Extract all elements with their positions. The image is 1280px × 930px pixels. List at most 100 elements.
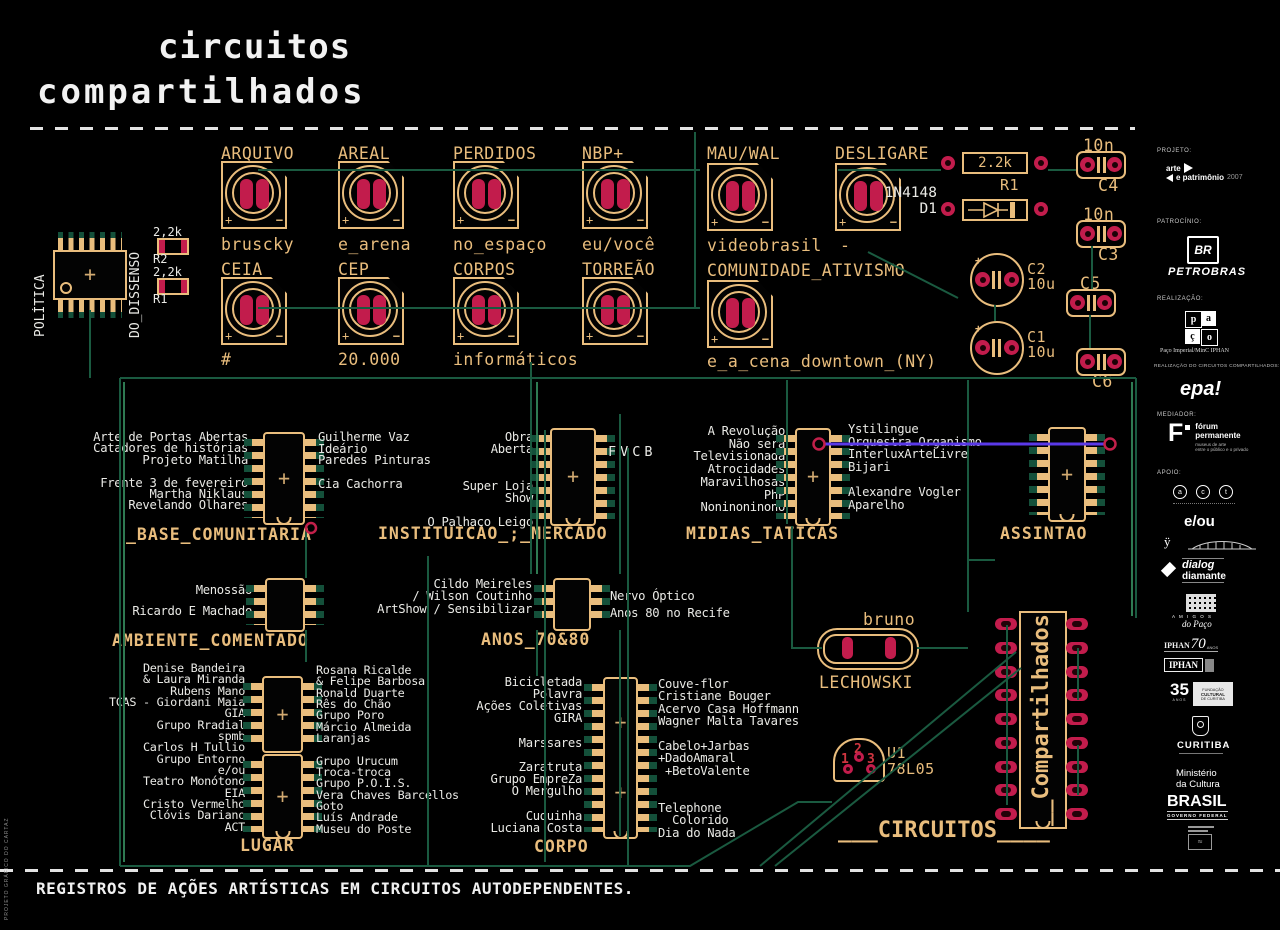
- patrimonio-year: 2007: [1227, 174, 1243, 181]
- ic-politica-left-text: POLÍTICA: [33, 274, 48, 337]
- y-mark-logo: ÿ: [1164, 534, 1171, 549]
- resistor-r1-body: 2.2k: [962, 152, 1028, 174]
- minc-logo: Ministério da Cultura: [1176, 768, 1220, 790]
- resistor-pad: [1034, 156, 1048, 170]
- fcc-anos: ANOS: [1172, 698, 1187, 702]
- big-chip-vertical-text: __Compartilhados: [1029, 614, 1054, 826]
- base-section-label: _BASE_COMUNITARIA: [126, 525, 312, 544]
- act-circle: a: [1173, 485, 1187, 499]
- paco-letter: o: [1201, 329, 1218, 346]
- diode-part-number: 1N4148: [884, 185, 937, 201]
- do-paco-text: do Paço: [1182, 619, 1212, 629]
- mini-footer-logo: ≈: [1188, 826, 1214, 850]
- diamante-text: diamante: [1182, 571, 1226, 582]
- cap-sub-perdidos: no_espaço: [453, 235, 547, 254]
- electrolytic-c2-footpr: +: [970, 253, 1024, 307]
- arte-text: arte: [1166, 163, 1181, 173]
- cap-footprint-perdidos: +−: [453, 161, 519, 229]
- fcc-line1: FUNDAÇÃO: [1202, 687, 1224, 692]
- u1-part: 78L05: [887, 760, 935, 778]
- eou-logo: e/ou: [1184, 513, 1215, 530]
- c5-ref: C5: [1080, 274, 1101, 293]
- forum-line3: museus de arte: [1195, 442, 1227, 447]
- curitiba-crest-icon: [1192, 716, 1209, 736]
- sidebar-apoio-caption: APOIO:: [1157, 470, 1182, 476]
- ic-lugar-1: +: [243, 676, 322, 753]
- cap-sub-mauwal: videobrasil: [707, 236, 822, 255]
- ic-instituicao-mercado: +: [531, 428, 615, 526]
- brasil-logo: BRASIL: [1167, 793, 1227, 810]
- petrobras-br-logo: BR: [1187, 236, 1219, 264]
- sidebar-projeto-caption: PROJETO:: [1157, 148, 1192, 154]
- lugar-left-names: Denise Bandeira & Laura Miranda Rubens M…: [108, 661, 245, 834]
- c2-ref: C2: [1027, 260, 1047, 278]
- ic-corpo: ++: [584, 677, 657, 839]
- cap-label-arquivo: ARQUIVO: [221, 144, 295, 163]
- fcc-line3: DE CURITIBA: [1200, 696, 1225, 701]
- bottom-dashed-rule: [0, 869, 1280, 872]
- forum-permanente-logo: F fórum permanente museus de arte entre …: [1168, 419, 1248, 453]
- c3-footprint: [1076, 220, 1126, 248]
- act-circle: t: [1219, 485, 1233, 499]
- poster-title-line2: compartilhados: [37, 72, 366, 112]
- iphan70-name: IPHAN: [1164, 641, 1190, 650]
- c1-value: 10u: [1027, 343, 1056, 361]
- diamond-icon: [1160, 561, 1177, 578]
- iphan70-anos: ANOS: [1206, 645, 1219, 650]
- sidebar-realizacao-caption: REALIZAÇÃO:: [1157, 296, 1204, 302]
- cap-label-torreao: TORREÃO: [582, 260, 656, 279]
- midias-left-names: A Revolução Não será Televisionada Atroc…: [693, 424, 786, 515]
- corpo-left-names: Bicicletada Polavra Ações Coletivas GIRA…: [476, 675, 582, 835]
- diode-d1-body: [962, 199, 1028, 221]
- curitiba-text: CURITIBA: [1177, 740, 1231, 751]
- ic-base-comunitaria: +: [244, 432, 324, 525]
- c6-ref: C6: [1092, 372, 1113, 391]
- diode-pad: [1034, 202, 1048, 216]
- big-chip-pads-right: [1066, 618, 1088, 820]
- crystal-footprint: [817, 628, 919, 670]
- cap-footprint-torreao: +−: [582, 277, 648, 345]
- ambiente-section-label: AMBIENTE_COMENTADO: [112, 631, 309, 650]
- cap-sub-comunidade: e_a_cena_downtown_(NY): [707, 352, 937, 371]
- paco-caption: Paço Imperial/MinC IPHAN: [1160, 348, 1229, 354]
- cap-sub-areal: e_arena: [338, 235, 412, 254]
- poster-title-line1: circuitos: [158, 27, 352, 67]
- c1-ref: C1: [1027, 328, 1047, 346]
- cap-label-areal: AREAL: [338, 144, 391, 163]
- dialog-rule: [1182, 558, 1224, 559]
- cap-footprint-mauwal: +−: [707, 163, 773, 231]
- instituicao-section-label: INSTITUICAO_;_MERCADO: [378, 524, 608, 543]
- cap-label-cep: CEP: [338, 260, 370, 279]
- anos-right-names: Nervo Óptico Anos 80 no Recife: [610, 589, 730, 620]
- electrolytic-c1-footpr: +: [970, 321, 1024, 375]
- fcc-num: 35: [1170, 680, 1189, 699]
- r1-smd-footprint: [157, 278, 189, 295]
- dialog-diamante-logo: dialog diamante: [1160, 558, 1226, 583]
- ambiente-names: Menossão Ricardo E Machado: [132, 583, 252, 618]
- diode-symbol: [968, 201, 1015, 219]
- corpo-section-label: CORPO: [534, 837, 589, 856]
- petrobras-wordmark: PETROBRAS: [1168, 266, 1247, 278]
- paco-letter: a: [1201, 311, 1216, 326]
- cap-label-corpos: CORPOS: [453, 260, 516, 279]
- paco-letter: p: [1185, 311, 1202, 328]
- cap-footprint-nbp: +−: [582, 161, 648, 229]
- r1-smd-value: 2,2k: [153, 265, 182, 279]
- cap-footprint-areal: +−: [338, 161, 404, 229]
- anos-section-label: ANOS_70&80: [481, 630, 591, 649]
- ic-politica-right-text: DO_DISSENSO: [128, 251, 143, 338]
- cap-sub-cep: 20.000: [338, 350, 401, 369]
- iphan-text: IPHAN: [1164, 658, 1203, 672]
- epa-logo: epa!: [1180, 378, 1222, 400]
- curitiba-rule: [1179, 753, 1223, 754]
- cap-sub-nbp: eu/você: [582, 235, 656, 254]
- forum-f-mark: F: [1168, 419, 1184, 447]
- midias-right-names: Ystilingue Orquestra Organismo InterluxA…: [848, 422, 982, 512]
- ic-midias-taticas: +: [776, 428, 850, 526]
- cap-label-perdidos: PERDIDOS: [453, 144, 537, 163]
- r2-value: 2,2k: [153, 225, 182, 239]
- act-logo: a c t: [1173, 485, 1233, 499]
- amigos-paco-building-icon: [1186, 594, 1216, 612]
- paco-letter: ç: [1185, 329, 1200, 344]
- cap-label-ceia: CEIA: [221, 260, 263, 279]
